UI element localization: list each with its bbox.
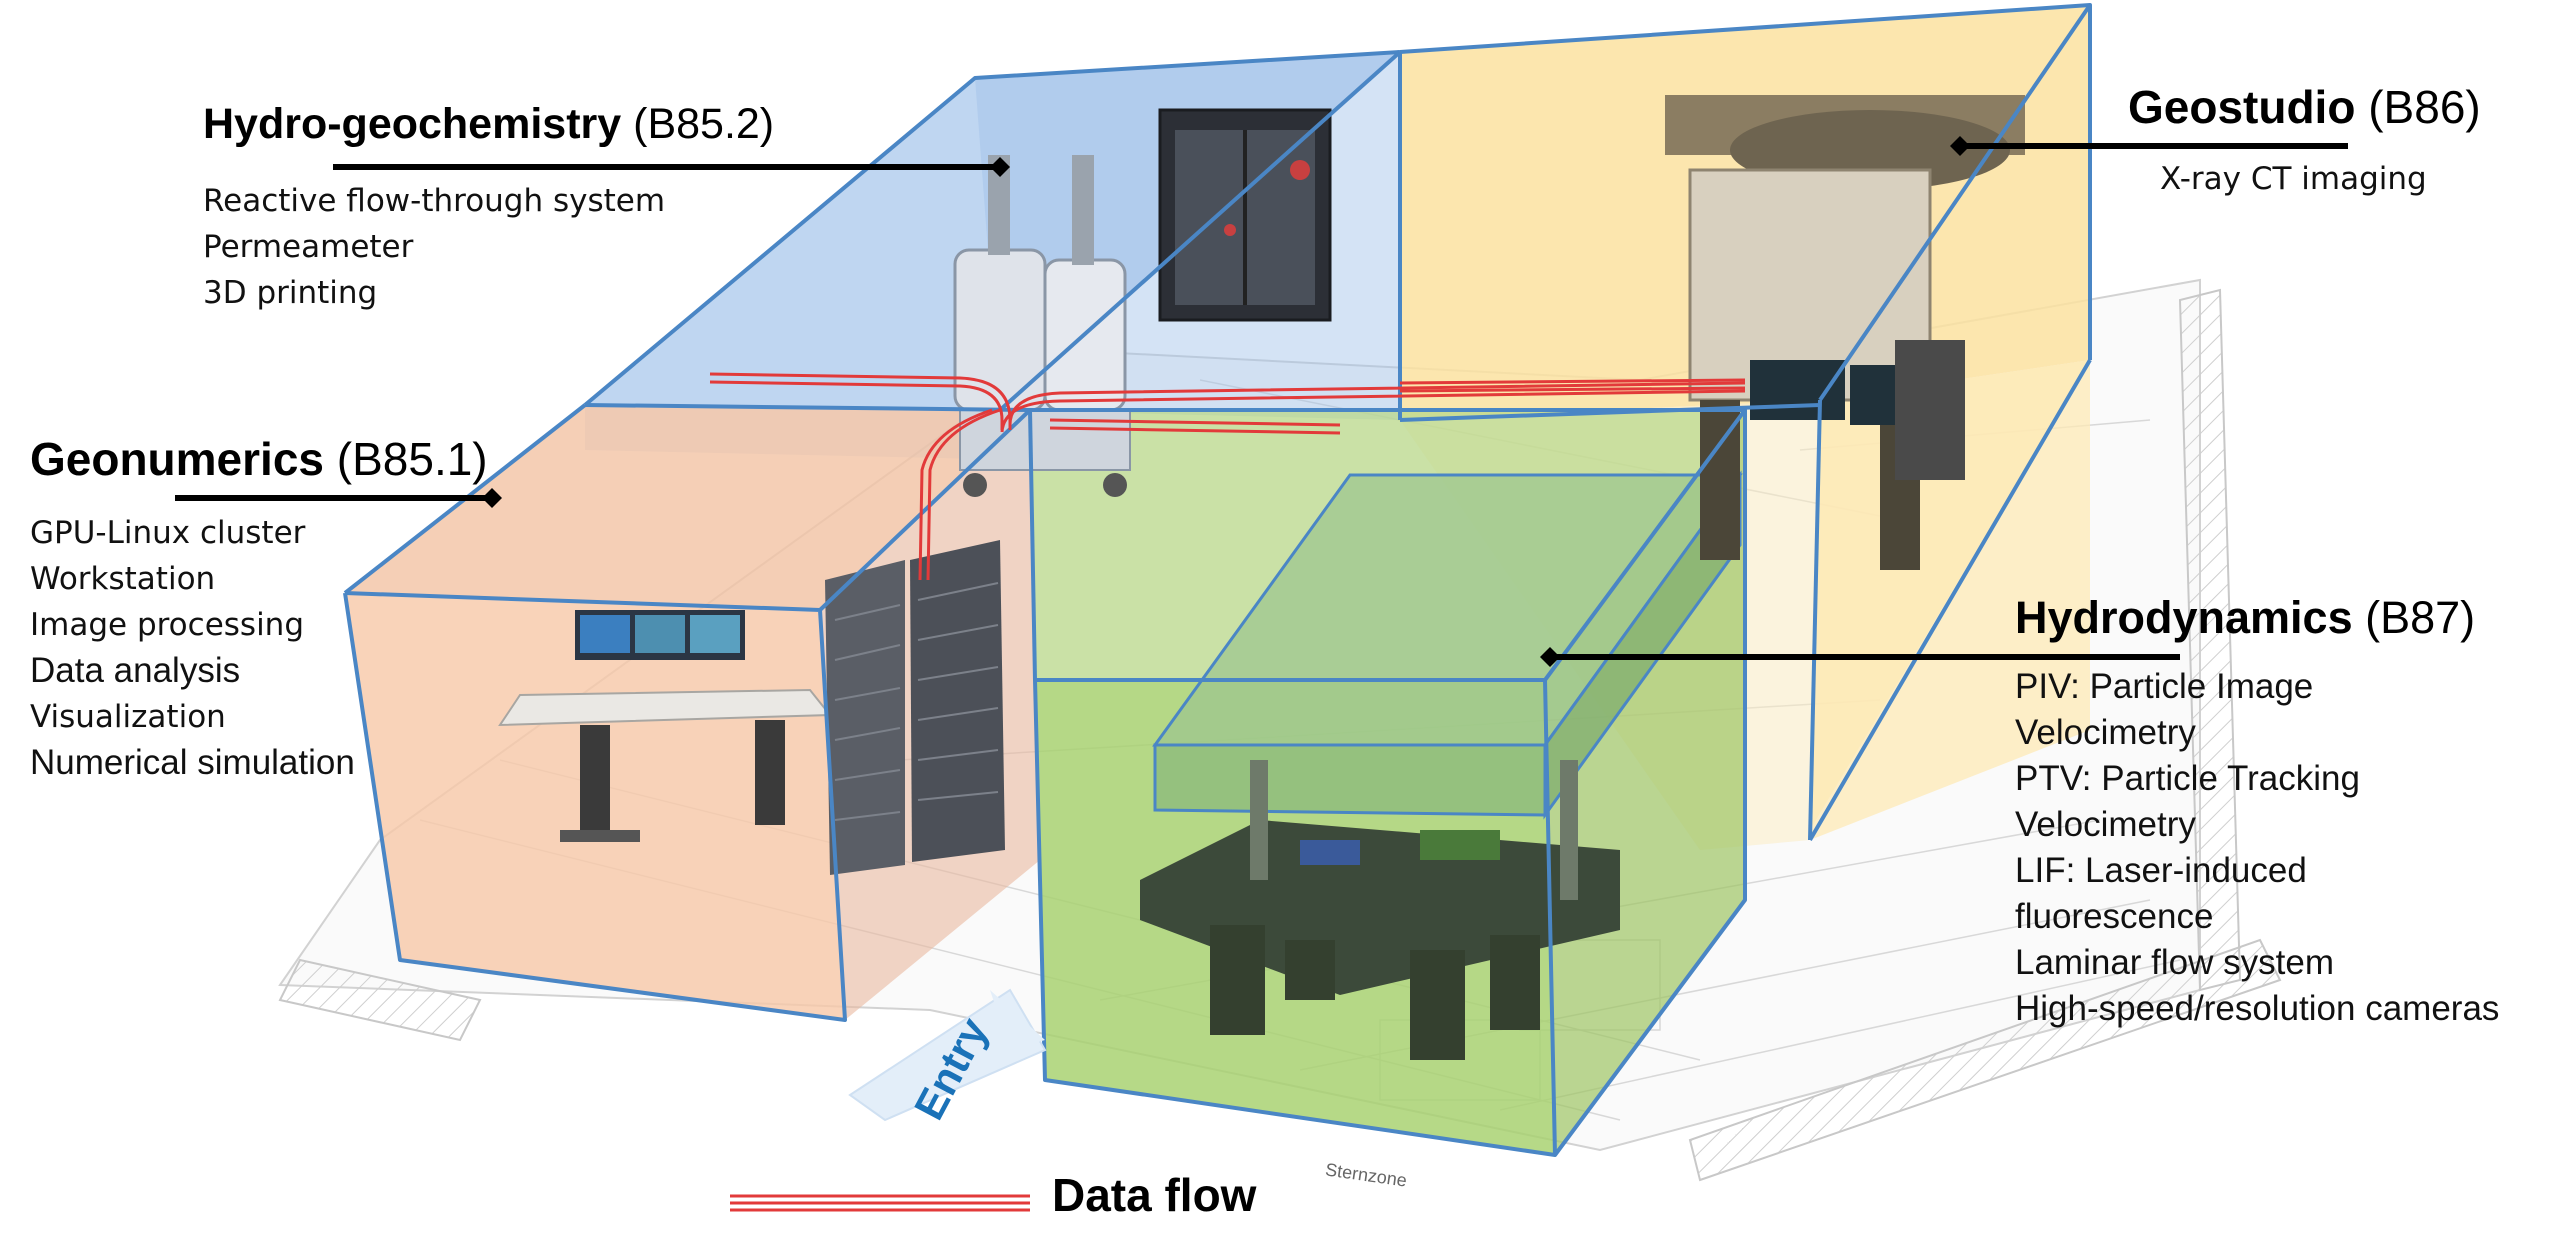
equipment-illustrations (498, 95, 2025, 1060)
hydrodynamics-title: Hydrodynamics (2015, 592, 2353, 643)
entry-marker (848, 988, 1047, 1122)
list-item: Reactive flow-through system (203, 183, 666, 219)
3d-printer-illustration (1158, 108, 1332, 322)
geostudio-title: Geostudio (2128, 81, 2356, 133)
list-item: LIF: Laser-induced (2015, 851, 2307, 890)
geostudio-marker (1950, 136, 1970, 156)
hydrodynamics-heading: Hydrodynamics (B87) (2015, 592, 2475, 644)
flow-through-system-illustration (953, 155, 1131, 497)
room-outlines (343, 3, 2092, 1157)
geonumerics-list: GPU-Linux cluster Workstation Image proc… (30, 510, 355, 786)
gpu-cluster-illustration (825, 540, 1005, 875)
geonumerics-heading: Geonumerics (B85.1) (30, 432, 488, 486)
leader-markers (482, 136, 1970, 667)
list-item: Data analysis (30, 651, 241, 690)
list-item: 3D printing (203, 275, 378, 311)
list-item: Velocimetry (2015, 805, 2196, 844)
list-item: High-speed/resolution cameras (2015, 989, 2500, 1028)
hydrodynamics-list: PIV: Particle Image Velocimetry PTV: Par… (2015, 664, 2499, 1032)
data-flow-legend-label: Data flow (1052, 1169, 1257, 1221)
workstation-illustration (498, 610, 833, 842)
list-item: Workstation (30, 561, 216, 597)
geonumerics-title: Geonumerics (30, 433, 324, 485)
leader-lines (175, 143, 2348, 660)
laminar-flow-system-illustration (1140, 760, 1620, 1060)
list-item: Visualization (30, 699, 226, 735)
list-item: Permeameter (203, 229, 414, 265)
ct-scanner-illustration (1665, 95, 2025, 570)
hydrodynamics-code: (B87) (2352, 592, 2476, 643)
hydro-geochemistry-heading: Hydro-geochemistry (B85.2) (203, 100, 774, 149)
list-item: GPU-Linux cluster (30, 515, 306, 551)
geostudio-code: (B86) (2355, 81, 2481, 133)
data-flow-lines[interactable] (709, 372, 1746, 581)
geonumerics-code: (B85.1) (324, 433, 488, 485)
hydro-geochemistry-list: Reactive flow-through system Permeameter… (203, 178, 665, 316)
list-item: Numerical simulation (30, 743, 355, 782)
data-flow-legend-swatch (730, 1194, 1030, 1212)
hydro-geochemistry-title: Hydro-geochemistry (203, 100, 622, 148)
list-item: Velocimetry (2015, 713, 2196, 752)
geostudio-heading: Geostudio (B86) (2128, 80, 2481, 134)
list-item: PIV: Particle Image (2015, 667, 2314, 706)
hydro-geochemistry-marker (990, 157, 1010, 177)
hydro-geochemistry-code: (B85.2) (621, 100, 775, 148)
hydrodynamics-marker (1540, 647, 1560, 667)
list-item: X-ray CT imaging (2160, 161, 2427, 197)
list-item: Laminar flow system (2015, 943, 2334, 982)
geostudio-list: X-ray CT imaging (2160, 156, 2427, 202)
list-item: fluorescence (2015, 897, 2214, 936)
list-item: Image processing (30, 607, 305, 643)
geonumerics-marker (482, 488, 502, 508)
list-item: PTV: Particle Tracking (2015, 759, 2360, 798)
